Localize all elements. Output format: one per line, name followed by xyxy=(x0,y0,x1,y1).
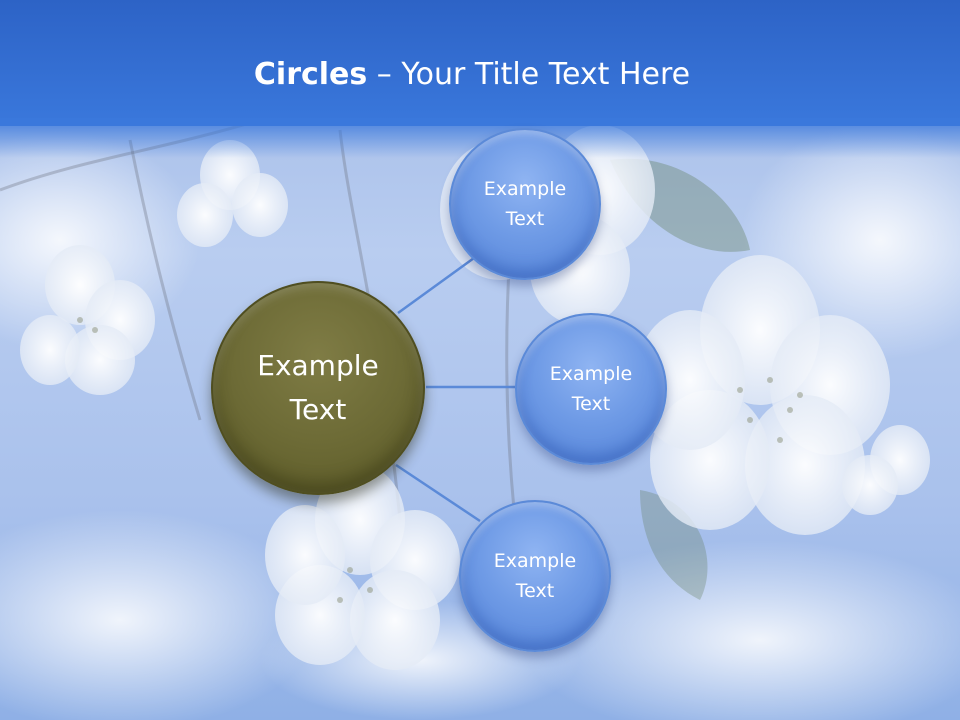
title-bar xyxy=(0,0,960,126)
satellite-circle-bottom-label: Example Text xyxy=(493,550,577,602)
slide-title-rest: – Your Title Text Here xyxy=(367,57,691,92)
slide-title: Circles – Your Title Text Here xyxy=(0,52,944,98)
satellite-circle-bottom: Example Text xyxy=(459,500,611,652)
connector-line-top xyxy=(397,256,475,315)
connector-line-bottom xyxy=(395,463,481,523)
satellite-circle-top-label: Example Text xyxy=(483,178,567,230)
satellite-circle-top: Example Text xyxy=(449,128,601,280)
slide-title-bold: Circles xyxy=(253,57,368,92)
satellite-circle-middle: Example Text xyxy=(515,313,667,465)
hub-circle: Example Text xyxy=(211,281,425,495)
satellite-circle-middle-label: Example Text xyxy=(549,363,633,415)
hub-circle-label: Example Text xyxy=(257,349,379,426)
